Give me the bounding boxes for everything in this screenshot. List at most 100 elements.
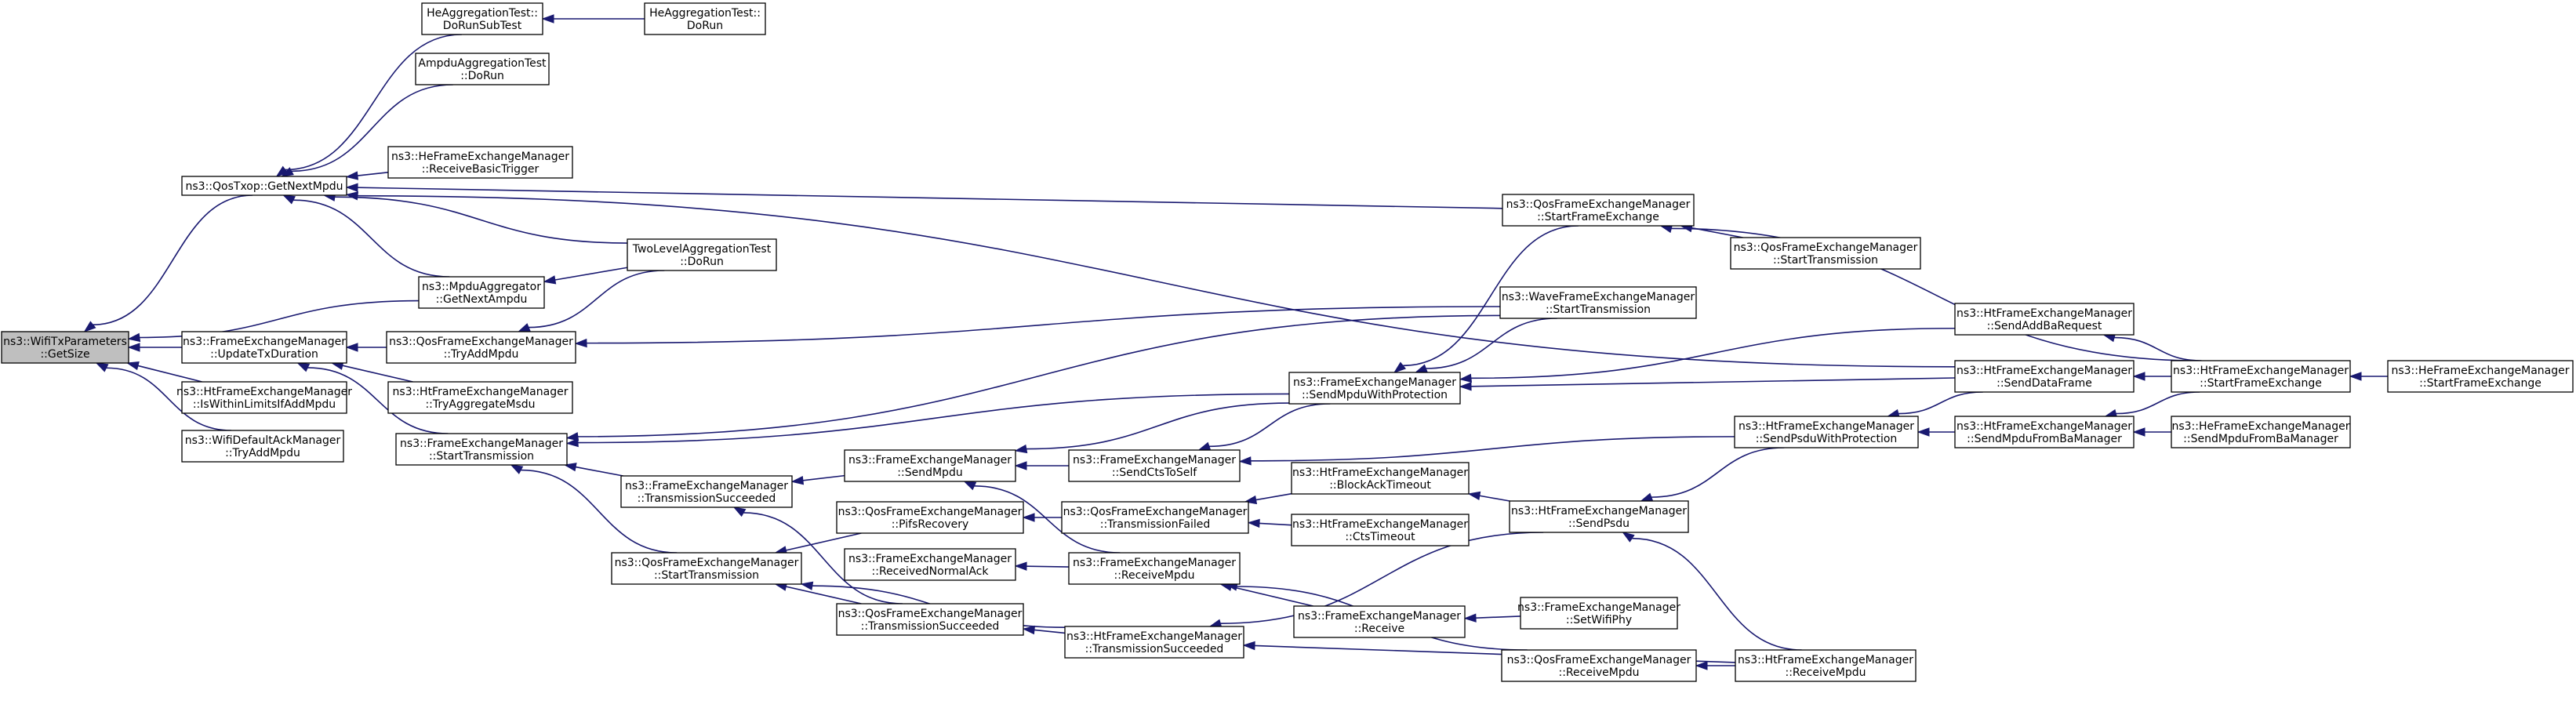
graph-node-htfem-send-psdu-with-protection[interactable]: ns3::HtFrameExchangeManager::SendPsduWit… [1734,416,1919,448]
node-label: ::SendAddBaRequest [1987,320,2102,332]
graph-node-htfem-is-within-limits[interactable]: ns3::HtFrameExchangeManager::IsWithinLim… [176,381,352,414]
node-box [181,381,347,414]
node-label: ns3::HtFrameExchangeManager [393,386,569,398]
edge-he-agg-do-run-sub-test-to-qos-txop-get-next-mpdu [275,34,462,177]
edge-line [521,469,678,554]
graph-node-htfem-start-frame-exchange[interactable]: ns3::HtFrameExchangeManager::StartFrameE… [2171,360,2351,393]
node-label: ns3::WifiTxParameters [3,336,127,348]
graph-node-fem-transmission-succeeded[interactable]: ns3::FrameExchangeManager::TransmissionS… [620,475,793,508]
edge-two-level-do-run-to-mpdu-agg-get-next-ampdu [543,267,628,285]
graph-node-fem-send-mpdu-with-protection[interactable]: ns3::FrameExchangeManager::SendMpduWithP… [1288,372,1461,405]
edge-line [802,474,845,481]
edge-line [743,512,903,605]
graph-node-qosfem-start-frame-exchange[interactable]: ns3::QosFrameExchangeManager::StartFrame… [1502,194,1695,227]
edge-line [1632,537,1802,651]
call-graph-nodes: ns3::WifiTxParameters::GetSize ns3::QosTx… [1,2,2574,682]
graph-node-qosfem-transmission-succeeded[interactable]: ns3::QosFrameExchangeManager::Transmissi… [836,603,1024,636]
node-label: ::SendDataFrame [1996,377,2092,390]
node-label: ::TryAddMpdu [225,447,300,459]
edge-arrowhead [1640,492,1654,502]
graph-node-fem-start-transmission[interactable]: ns3::FrameExchangeManager::StartTransmis… [395,433,568,466]
graph-node-two-level-do-run[interactable]: TwoLevelAggregationTest::DoRun [627,238,777,271]
edge-qos-txop-get-next-mpdu-to-root [83,194,253,332]
graph-node-ampdu-agg-do-run[interactable]: AmpduAggregationTest::DoRun [415,53,550,85]
edge-hefem-start-frame-exchange-to-htfem-start-frame-exchange [2349,372,2388,381]
edge-line [586,306,1501,344]
graph-node-htfem-try-aggregate-msdu[interactable]: ns3::HtFrameExchangeManager::TryAggregat… [387,381,573,414]
node-label: ns3::FrameExchangeManager [1298,610,1461,623]
node-box [1730,237,1921,270]
edge-line [1034,629,1066,634]
node-box [1061,501,1249,534]
graph-node-wifi-default-ack-try-add[interactable]: ns3::WifiDefaultAckManager::TryAddMpdu [181,430,344,463]
node-label: ::SendMpduFromBaManager [2183,433,2338,445]
node-box [1064,626,1244,659]
node-box [1954,303,2135,336]
graph-node-qosfem-start-transmission2[interactable]: ns3::QosFrameExchangeManager::StartTrans… [1730,237,1921,270]
edge-arrowhead [1695,661,1708,670]
edge-line [1475,615,1521,619]
graph-node-root[interactable]: ns3::WifiTxParameters::GetSize [1,331,129,364]
graph-node-htfem-cts-timeout[interactable]: ns3::HtFrameExchangeManager::CtsTimeout [1291,514,1470,546]
graph-node-he-agg-do-run[interactable]: HeAggregationTest::DoRun [644,2,766,35]
graph-node-qosfem-receive-mpdu[interactable]: ns3::QosFrameExchangeManager::ReceiveMpd… [1501,649,1697,682]
edge-line [2116,391,2200,415]
node-label: ns3::QosFrameExchangeManager [838,506,1023,518]
graph-node-he-agg-do-run-sub-test[interactable]: HeAggregationTest::DoRunSubTest [421,2,543,35]
graph-node-fem-send-cts-to-self[interactable]: ns3::FrameExchangeManager::SendCtsToSelf [1068,449,1241,482]
graph-node-hefem-start-frame-exchange[interactable]: ns3::HeFrameExchangeManager::StartFrameE… [2387,360,2574,393]
graph-node-hefem-receive-basic-trigger[interactable]: ns3::HeFrameExchangeManager::ReceiveBasi… [387,146,573,179]
graph-node-qos-txop-get-next-mpdu[interactable]: ns3::QosTxop::GetNextMpdu [181,176,347,196]
node-label: ::Receive [1354,623,1404,635]
graph-node-htfem-receive-mpdu[interactable]: ns3::HtFrameExchangeManager::ReceiveMpdu [1735,649,1917,682]
node-label: ns3::HtFrameExchangeManager [1738,654,1913,666]
graph-node-htfem-send-psdu[interactable]: ns3::HtFrameExchangeManager::SendPsdu [1509,500,1689,533]
edge-qosfem-start-frame-exchange-to-qos-txop-get-next-mpdu [345,183,1503,209]
graph-node-htfem-send-data-frame[interactable]: ns3::HtFrameExchangeManager::SendDataFra… [1954,360,2135,393]
node-label: ns3::FrameExchangeManager [1293,376,1456,389]
graph-node-qosfem-start-transmission[interactable]: ns3::QosFrameExchangeManager::StartTrans… [611,552,802,585]
edge-htfem-send-psdu-with-protection-to-htfem-send-psdu [1640,447,1785,502]
edge-line [577,314,1501,438]
graph-node-qosfem-transmission-failed[interactable]: ns3::QosFrameExchangeManager::Transmissi… [1061,501,1249,534]
graph-node-qosfem-try-add-mpdu[interactable]: ns3::QosFrameExchangeManager::TryAddMpdu [386,331,576,364]
edge-fem-update-tx-duration-to-root [127,343,182,352]
graph-node-fem-update-tx-duration[interactable]: ns3::FrameExchangeManager::UpdateTxDurat… [181,331,347,364]
node-label: ::StartTransmission [1546,303,1651,316]
graph-node-htfem-transmission-succeeded[interactable]: ns3::HtFrameExchangeManager::Transmissio… [1064,626,1244,659]
edge-arrowhead [282,194,296,205]
node-label: ::StartTransmission [1773,254,1878,267]
graph-node-fem-received-normal-ack[interactable]: ns3::FrameExchangeManager::ReceivedNorma… [844,548,1016,581]
edge-he-agg-do-run-to-he-agg-do-run-sub-test [541,14,645,24]
node-box [836,603,1024,636]
edge-line [93,194,253,325]
node-label: ns3::QosFrameExchangeManager [615,557,799,569]
node-label: ns3::WifiDefaultAckManager [185,434,341,447]
graph-node-mpdu-agg-get-next-ampdu[interactable]: ns3::MpduAggregator::GetNextAmpdu [418,276,545,309]
edge-arrowhead [345,171,359,180]
node-label: ns3::QosFrameExchangeManager [1063,506,1248,518]
graph-node-fem-send-mpdu[interactable]: ns3::FrameExchangeManager::SendMpdu [844,449,1016,482]
edge-arrowhead [275,165,289,177]
node-label: ns3::WaveFrameExchangeManager [1502,291,1695,303]
node-label: ns3::QosFrameExchangeManager [1734,241,1918,254]
edge-arrowhead [1917,427,1930,437]
graph-node-wavefem-start-transmission[interactable]: ns3::WaveFrameExchangeManager::StartTran… [1499,286,1697,319]
node-box [2171,416,2351,448]
graph-node-htfem-send-mpdu-from-ba-manager[interactable]: ns3::HtFrameExchangeManager::SendMpduFro… [1954,416,2135,448]
graph-node-fem-receive[interactable]: ns3::FrameExchangeManager::Receive [1293,605,1466,638]
graph-node-htfem-block-ack-timeout[interactable]: ns3::HtFrameExchangeManager::BlockAckTim… [1291,462,1470,495]
graph-node-htfem-send-add-ba-request[interactable]: ns3::HtFrameExchangeManager::SendAddBaRe… [1954,303,2135,336]
edge-htfem-send-add-ba-request-to-fem-send-mpdu-with-protection [1459,327,1956,383]
graph-node-fem-receive-mpdu[interactable]: ns3::FrameExchangeManager::ReceiveMpdu [1068,552,1241,585]
edge-line [1898,391,1983,415]
graph-node-qosfem-pifs-recovery[interactable]: ns3::QosFrameExchangeManager::PifsRecove… [836,501,1024,534]
graph-node-hefem-send-mpdu-from-ba-manager[interactable]: ns3::HeFrameExchangeManager::SendMpduFro… [2171,416,2351,448]
graph-node-fem-set-wifi-phy[interactable]: ns3::FrameExchangeManager::SetWifiPhy [1517,597,1680,630]
node-box [1509,500,1689,533]
node-label: ::IsWithinLimitsIfAddMpdu [193,398,336,411]
node-label: ns3::HtFrameExchangeManager [1511,505,1687,517]
node-label: ns3::QosFrameExchangeManager [1506,198,1691,211]
edge-arrowhead [1459,373,1473,383]
edge-arrowhead [125,361,140,371]
